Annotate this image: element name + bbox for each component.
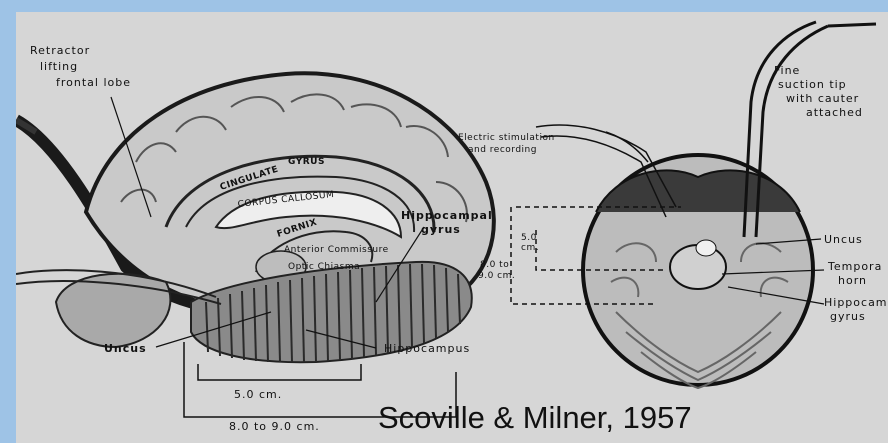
label-dim50-1: 5.0 (521, 233, 537, 243)
label-electric-2: and recording (468, 145, 537, 155)
label-fine-2: suction tip (778, 78, 847, 91)
diagram-photo: Retractor lifting frontal lobe CINGULATE… (16, 12, 888, 443)
label-fine-4: attached (806, 106, 863, 119)
label-temporal-horn-1: Tempora (827, 260, 882, 273)
label-hippocampal-right-2: gyrus (830, 310, 866, 323)
label-retractor-1: Retractor (30, 44, 90, 57)
label-hippocampus: Hippocampus (384, 342, 470, 355)
label-uncus-left: Uncus (104, 342, 147, 355)
label-gyrus: GYRUS (288, 157, 325, 167)
label-dim-long: 8.0 to 9.0 cm. (229, 420, 320, 433)
label-dim50-2: cm. (521, 243, 539, 253)
label-fine-3: with cauter (786, 92, 859, 105)
label-dimrange-1: 8.0 to (480, 260, 509, 270)
label-retractor-2: lifting (40, 60, 78, 73)
brain-diagram: Retractor lifting frontal lobe CINGULATE… (16, 12, 888, 443)
citation-caption: Scoville & Milner, 1957 (378, 400, 692, 436)
label-retractor-3: frontal lobe (56, 76, 131, 89)
label-electric-1: Electric stimulation (458, 133, 555, 143)
label-optic-chiasma: Optic Chiasma (288, 262, 360, 272)
label-hippocampal-right-1: Hippocam (824, 296, 888, 309)
label-dim-short: 5.0 cm. (234, 388, 282, 401)
label-dimrange-2: 9.0 cm. (478, 271, 515, 281)
label-hippocampal-gyrus-2: gyrus (421, 223, 461, 236)
label-fine-1: Fine (774, 64, 800, 77)
label-uncus-right: Uncus (824, 233, 863, 246)
label-temporal-horn-2: horn (838, 274, 867, 287)
label-hippocampal-gyrus-1: Hippocampal (401, 209, 493, 222)
label-anterior-commissure: Anterior Commissure (284, 245, 389, 255)
